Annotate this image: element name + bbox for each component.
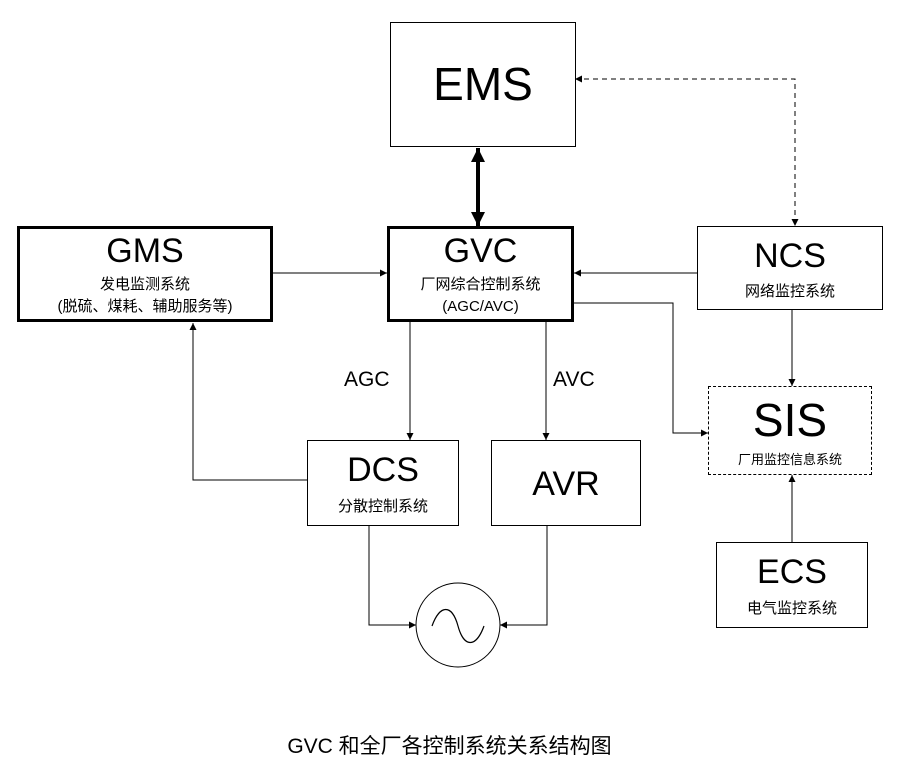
ncs-box: NCS 网络监控系统 (697, 226, 883, 310)
dcs-to-generator-arrow (368, 526, 416, 629)
ecs-subtitle: 电气监控系统 (746, 600, 837, 617)
avr-title: AVR (532, 465, 600, 503)
dcs-subtitle: 分散控制系统 (337, 498, 428, 515)
gvc-to-sis-arrow (574, 302, 708, 437)
gvc-title: GVC (443, 232, 518, 270)
gvc-subtitle: 厂网综合控制系统 (420, 276, 541, 293)
dcs-box: DCS 分散控制系统 (307, 440, 459, 526)
dcs-title: DCS (347, 451, 419, 489)
ems-ncs-dashed-link (575, 75, 799, 226)
avr-to-generator-arrow (500, 526, 548, 629)
generator-icon (415, 582, 501, 668)
ncs-title: NCS (754, 237, 826, 275)
gvc-subtitle-detail: (AGC/AVC) (442, 298, 519, 315)
gms-subtitle: 发电监测系统 (99, 276, 190, 293)
avc-label: AVC (553, 368, 595, 391)
dcs-to-gms-arrow (189, 323, 307, 481)
gms-subtitle-detail: (脱硫、煤耗、辅助服务等) (57, 298, 233, 315)
sis-box: SIS 厂用监控信息系统 (708, 386, 872, 475)
gms-title: GMS (106, 232, 184, 270)
agc-label: AGC (344, 368, 390, 391)
ems-box: EMS (390, 22, 576, 147)
ecs-title: ECS (757, 553, 827, 591)
ems-title: EMS (433, 58, 533, 110)
avr-box: AVR (491, 440, 641, 526)
diagram-caption: GVC 和全厂各控制系统关系结构图 (287, 735, 612, 758)
gms-box: GMS 发电监测系统 (脱硫、煤耗、辅助服务等) (17, 226, 273, 322)
ncs-subtitle: 网络监控系统 (744, 283, 835, 300)
sis-subtitle: 厂用监控信息系统 (737, 452, 842, 467)
ecs-box: ECS 电气监控系统 (716, 542, 868, 628)
gvc-box: GVC 厂网综合控制系统 (AGC/AVC) (387, 226, 574, 322)
sis-title: SIS (752, 394, 828, 446)
